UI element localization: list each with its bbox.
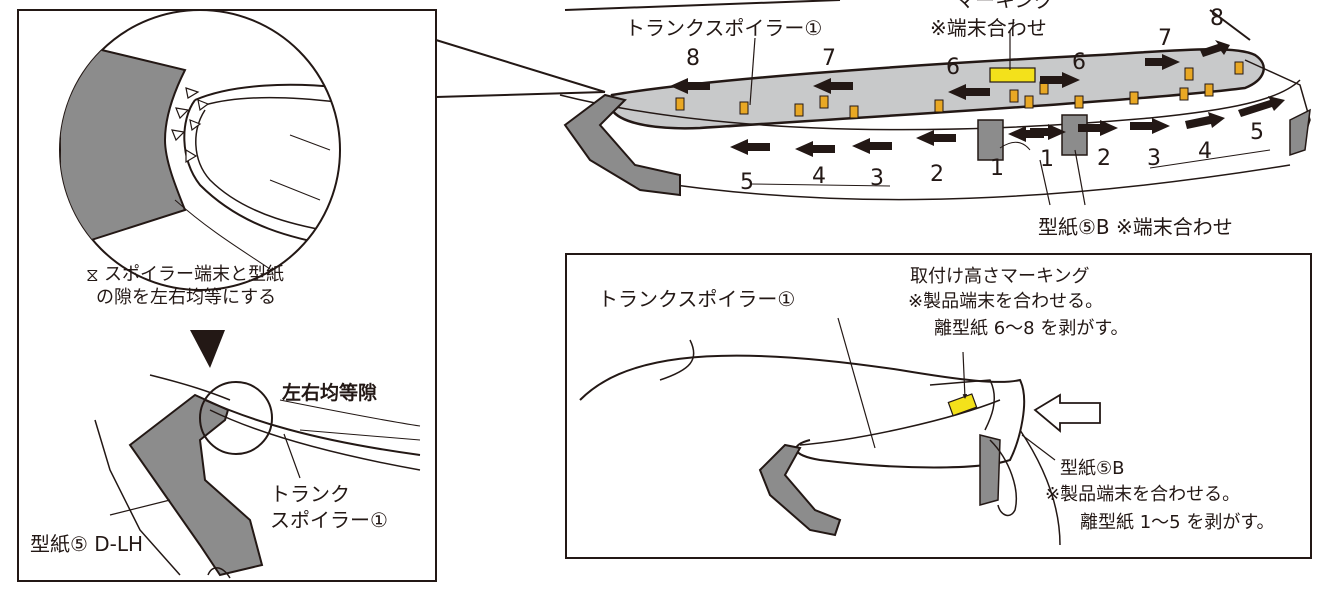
marking-line2: ※製品端末を合わせる。 (908, 291, 1104, 312)
left-corner-illustration (94, 374, 421, 579)
gap-symbol-icon: ⧖ (86, 265, 99, 286)
upper-number-8-right: 8 (1210, 6, 1224, 31)
trunk-label-line2: スポイラー① (270, 508, 388, 532)
circle-caption-line2: の隙を左右均等にする (96, 287, 277, 308)
lower-number-1-right: 1 (1040, 147, 1054, 172)
template-label-top: 型紙⑤B ※端末合わせ (1038, 215, 1233, 239)
bottom-right-illustration (579, 317, 1101, 546)
circle-caption-line1: スポイラー端末と型紙 (104, 264, 284, 285)
upper-number-6-left: 6 (946, 55, 960, 80)
marking-line3: 離型紙 6～8 を剥がす。 (934, 318, 1129, 339)
lower-number-3-left: 3 (870, 166, 884, 191)
upper-number-7-right: 7 (1158, 26, 1172, 51)
callout-pointer (190, 330, 225, 368)
upper-number-6-right: 6 (1072, 50, 1086, 75)
template-label-left: 型紙⑤ D-LH (30, 532, 144, 556)
template-line1: 型紙⑤B (1060, 458, 1125, 479)
lower-number-5-right: 5 (1250, 120, 1264, 145)
bottom-right-panel-frame (565, 253, 1312, 559)
lower-number-3-right: 3 (1147, 146, 1161, 171)
spoiler-label-top: トランクスポイラー① (625, 16, 823, 40)
connector-line-bottom (435, 91, 606, 98)
top-right-illustration (559, 0, 1311, 206)
template-line2: ※製品端末を合わせる。 (1045, 484, 1241, 505)
lower-number-2-right: 2 (1097, 146, 1111, 171)
marking-note: ※端末合わせ (930, 16, 1047, 40)
left-panel-frame (17, 9, 437, 582)
connector-line-top (435, 39, 606, 93)
trunk-label-line1: トランク (270, 482, 350, 506)
upper-number-8-left: 8 (686, 46, 700, 71)
magnified-circle (59, 9, 341, 291)
upper-number-7-left: 7 (822, 46, 836, 71)
even-gap-label: 左右均等隙 (282, 382, 378, 404)
lower-number-5-left: 5 (740, 170, 754, 195)
lower-number-2-left: 2 (930, 162, 944, 187)
lower-number-1-left: 1 (990, 156, 1004, 181)
template-line3: 離型紙 1～5 を剥がす。 (1080, 512, 1275, 533)
spoiler-label-bottom: トランクスポイラー① (598, 287, 796, 311)
lower-number-4-right: 4 (1198, 139, 1212, 164)
marking-line1: 取付け高さマーキング (910, 266, 1090, 287)
marking-label-partial: マーキング (955, 0, 1055, 12)
lower-number-4-left: 4 (812, 164, 826, 189)
